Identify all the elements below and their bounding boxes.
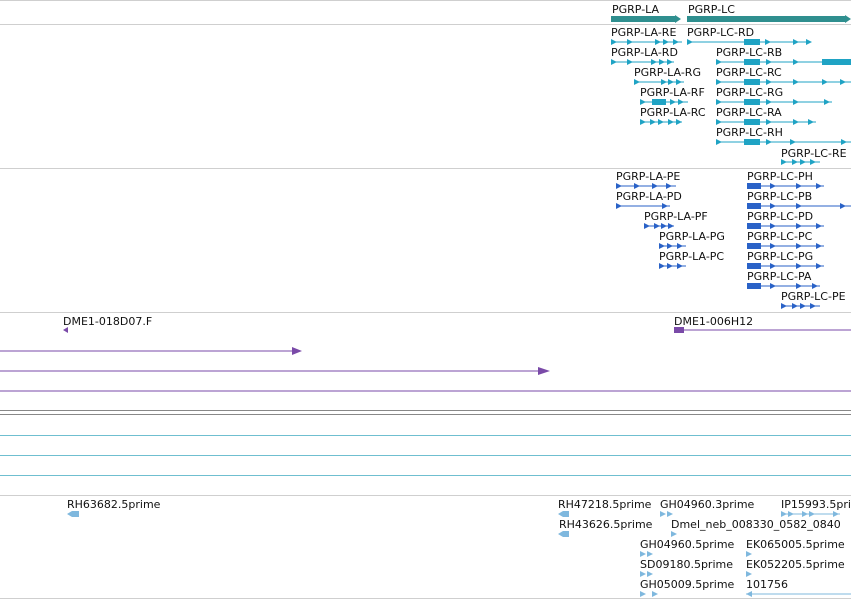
est-feature[interactable]: [746, 591, 851, 597]
transcript-model[interactable]: [747, 183, 824, 189]
transcript-track-b: PGRP-LA-PE PGRP-LC-PH PGRP-LA-PD PGRP-LC…: [616, 170, 851, 309]
transcript-label: PGRP-LC-PE: [781, 290, 846, 303]
est-label: RH43626.5prime: [559, 518, 653, 531]
transcript-label: PGRP-LC-RB: [716, 46, 782, 59]
transcript-label: PGRP-LA-PC: [659, 250, 724, 263]
transcript-label: PGRP-LA-RC: [640, 106, 706, 119]
clone-label: DME1-018D07.F: [63, 315, 152, 328]
transcript-model[interactable]: [611, 39, 682, 45]
transcript-label: PGRP-LC-PD: [747, 210, 813, 223]
transcript-model[interactable]: [616, 203, 670, 209]
gene-arrow: [845, 15, 851, 23]
est-feature[interactable]: [660, 511, 673, 517]
gene-arrow: [675, 15, 681, 23]
gene-bar[interactable]: [611, 16, 675, 22]
clone-track: DME1-018D07.F DME1-006H12: [0, 315, 851, 392]
transcript-label: PGRP-LC-RG: [716, 86, 783, 99]
transcript-label: PGRP-LC-RC: [716, 66, 782, 79]
est-label: 101756: [746, 578, 788, 591]
transcript-label: PGRP-LA-RD: [611, 46, 678, 59]
transcript-model[interactable]: [747, 203, 851, 209]
transcript-label: PGRP-LC-RE: [781, 147, 847, 160]
transcript-model[interactable]: [640, 119, 682, 125]
est-label: IP15993.5prime: [781, 498, 851, 511]
transcript-model[interactable]: [716, 139, 851, 145]
est-feature[interactable]: [640, 551, 653, 557]
clone-alignment[interactable]: [0, 367, 550, 375]
transcript-model[interactable]: [747, 263, 824, 269]
transcript-label: PGRP-LA-PF: [644, 210, 708, 223]
transcript-label: PGRP-LA-RE: [611, 26, 676, 39]
est-feature[interactable]: [640, 591, 658, 597]
transcript-label: PGRP-LC-RA: [716, 106, 782, 119]
transcript-model[interactable]: [747, 283, 820, 289]
transcript-label: PGRP-LC-PC: [747, 230, 813, 243]
est-label: Dmel_neb_008330_0582_0840: [671, 518, 841, 531]
transcript-label: PGRP-LA-PD: [616, 190, 682, 203]
transcript-label: PGRP-LA-PE: [616, 170, 680, 183]
est-feature[interactable]: [781, 511, 840, 517]
transcript-model[interactable]: [644, 223, 674, 229]
gene-label: PGRP-LC: [688, 3, 735, 16]
transcript-label: PGRP-LC-PA: [747, 270, 812, 283]
transcript-model[interactable]: [747, 243, 824, 249]
est-feature[interactable]: [67, 511, 79, 517]
est-track: RH63682.5prime RH47218.5prime GH04960.3p…: [67, 498, 851, 597]
gene-bar[interactable]: [687, 16, 845, 22]
transcript-model[interactable]: [716, 119, 816, 125]
transcript-model[interactable]: [716, 99, 832, 105]
transcript-model[interactable]: [716, 79, 851, 85]
transcript-model[interactable]: [781, 159, 820, 165]
est-feature[interactable]: [558, 531, 569, 537]
transcript-model[interactable]: [634, 79, 684, 85]
transcript-track-a: PGRP-LA-RE PGRP-LC-RD PGRP-LA-RD PGRP-LC…: [611, 26, 851, 165]
est-feature[interactable]: [746, 551, 752, 557]
est-feature[interactable]: [671, 531, 677, 537]
est-feature[interactable]: [640, 571, 653, 577]
transcript-model[interactable]: [687, 39, 812, 45]
alignment-lines: [0, 435, 851, 476]
est-label: GH05009.5prime: [640, 578, 735, 591]
gene-track: PGRP-LA PGRP-LC: [611, 3, 851, 23]
transcript-model[interactable]: [640, 99, 688, 105]
est-label: EK052205.5prime: [746, 558, 845, 571]
transcript-model[interactable]: [611, 59, 674, 65]
transcript-model[interactable]: [659, 263, 686, 269]
transcript-model[interactable]: [781, 303, 820, 309]
est-label: SD09180.5prime: [640, 558, 733, 571]
est-feature[interactable]: [558, 511, 569, 517]
est-label: GH04960.3prime: [660, 498, 755, 511]
transcript-label: PGRP-LC-PH: [747, 170, 813, 183]
transcript-label: PGRP-LC-RD: [687, 26, 754, 39]
clone-alignment[interactable]: [674, 327, 851, 333]
transcript-label: PGRP-LC-RH: [716, 126, 783, 139]
est-feature[interactable]: [746, 571, 752, 577]
clone-label: DME1-006H12: [674, 315, 753, 328]
transcript-label: PGRP-LA-RF: [640, 86, 705, 99]
transcript-model[interactable]: [716, 59, 851, 65]
transcript-model[interactable]: [616, 183, 676, 189]
est-label: RH63682.5prime: [67, 498, 161, 511]
transcript-model[interactable]: [747, 223, 824, 229]
transcript-label: PGRP-LA-RG: [634, 66, 701, 79]
transcript-label: PGRP-LA-PG: [659, 230, 725, 243]
est-label: GH04960.5prime: [640, 538, 735, 551]
transcript-label: PGRP-LC-PG: [747, 250, 813, 263]
transcript-label: PGRP-LC-PB: [747, 190, 812, 203]
clone-alignment[interactable]: [0, 347, 302, 355]
est-label: RH47218.5prime: [558, 498, 652, 511]
gene-label: PGRP-LA: [612, 3, 660, 16]
transcript-model[interactable]: [659, 243, 686, 249]
clone-arrow[interactable]: [63, 327, 68, 333]
est-label: EK065005.5prime: [746, 538, 845, 551]
